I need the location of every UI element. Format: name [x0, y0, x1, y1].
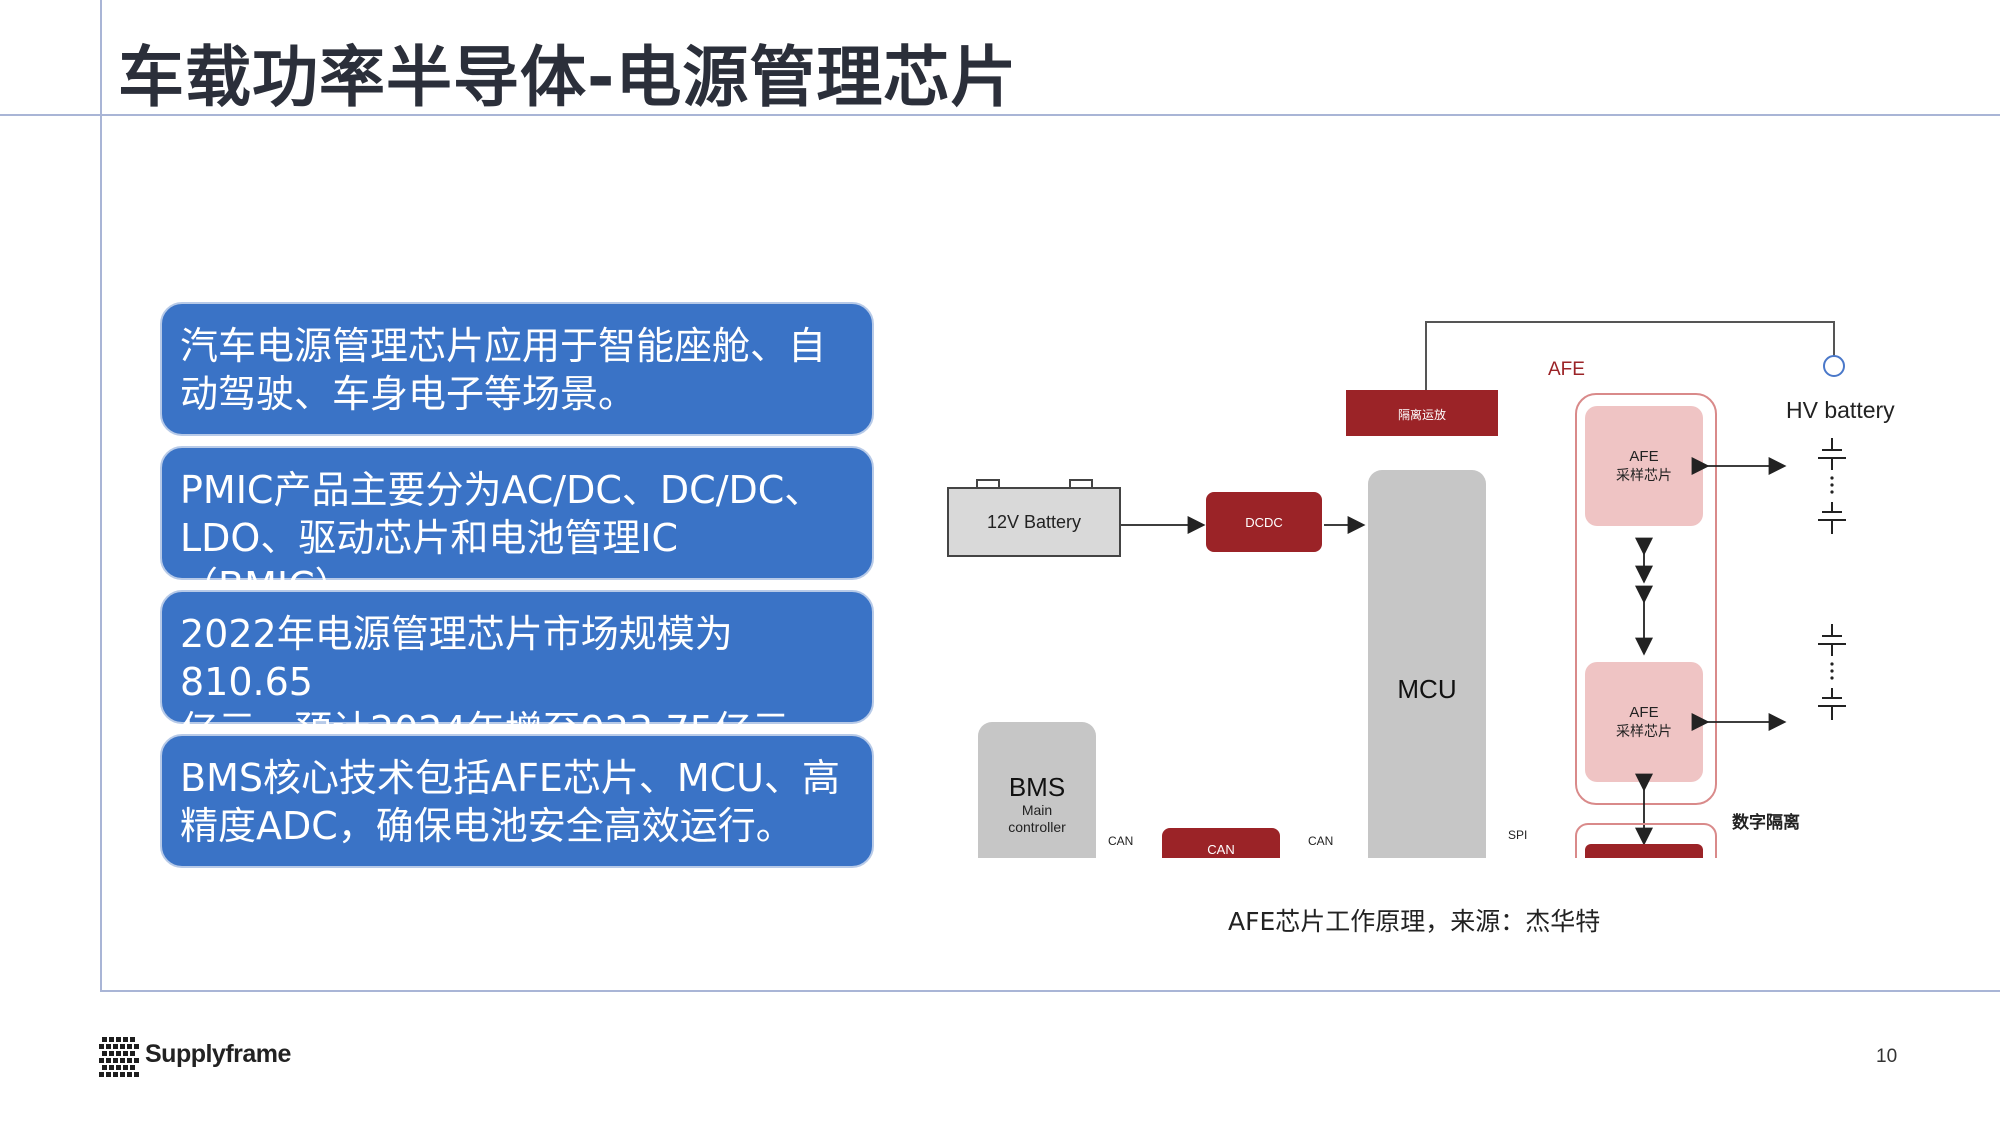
spi-label: SPI: [1508, 828, 1527, 842]
isolation-amp-label: 隔离运放: [1398, 407, 1446, 422]
hv-cell-stack-1: [1818, 438, 1846, 534]
feedback-line: [1425, 321, 1835, 390]
afe-chip-1-line2: 采样芯片: [1616, 467, 1672, 483]
can-transceiver-label: CAN: [1207, 842, 1234, 857]
battery-terminal-left: [976, 479, 1000, 489]
battery-block: [947, 487, 1121, 557]
hv-cell-stack-2: [1818, 624, 1846, 720]
can-label-left: CAN: [1108, 834, 1133, 848]
digital-isolator-block: [1585, 844, 1703, 858]
can-label-right: CAN: [1308, 834, 1333, 848]
hv-terminal: [1823, 355, 1845, 377]
afe-chip-1: [1585, 406, 1703, 526]
bullet-box-3: 2022年电源管理芯片市场规模为810.65 亿元，预计2024年增至923.7…: [160, 590, 874, 752]
supplyframe-logo-icon: [99, 1037, 139, 1077]
isolation-amp-block: [1346, 390, 1498, 436]
bullet-box-4: BMS核心技术包括AFE芯片、MCU、高 精度ADC，确保电池安全高效运行。: [160, 734, 874, 868]
mcu-block: [1368, 470, 1486, 858]
battery-label: 12V Battery: [987, 512, 1081, 532]
afe-chip-2: [1585, 662, 1703, 782]
afe-diagram: 隔离运放 12V Battery DCDC MCU AFE AFE 采样芯片 A…: [947, 321, 1895, 858]
bullet-box-2: PMIC产品主要分为AC/DC、DC/DC、 LDO、驱动芯片和电池管理IC（B…: [160, 446, 874, 608]
dcdc-block: [1206, 492, 1322, 552]
bms-line2: controller: [1008, 819, 1066, 835]
bullet-box-1: 汽车电源管理芯片应用于智能座舱、自 动驾驶、车身电子等场景。: [160, 302, 874, 436]
afe-group-label: AFE: [1548, 359, 1585, 380]
can-transceiver-block: [1162, 828, 1280, 858]
afe-chip-2-line1: AFE: [1629, 704, 1658, 721]
digital-isolator-frame: [1575, 823, 1717, 858]
hv-battery-label: HV battery: [1786, 397, 1895, 423]
mcu-label: MCU: [1397, 674, 1456, 704]
brand-name: Supplyframe: [145, 1040, 291, 1068]
page-number: 10: [1876, 1046, 1898, 1067]
bms-title: BMS: [1009, 772, 1065, 802]
figure-caption: AFE芯片工作原理，来源：杰华特: [1228, 907, 1601, 936]
bms-block: [978, 722, 1096, 858]
bottom-rule: [100, 990, 2000, 992]
hv-cell-dots-2: [1830, 662, 1834, 680]
afe-chip-1-line1: AFE: [1629, 448, 1658, 465]
title-rule: [0, 114, 2000, 116]
battery-terminal-right: [1069, 479, 1093, 489]
digital-isolation-label: 数字隔离: [1732, 812, 1800, 832]
page-title: 车载功率半导体-电源管理芯片: [118, 39, 1018, 116]
dcdc-label: DCDC: [1245, 515, 1283, 530]
bms-line1: Main: [1022, 802, 1052, 818]
left-rule: [100, 0, 102, 992]
hv-cell-dots-1: [1830, 476, 1834, 494]
afe-chip-2-line2: 采样芯片: [1616, 723, 1672, 739]
